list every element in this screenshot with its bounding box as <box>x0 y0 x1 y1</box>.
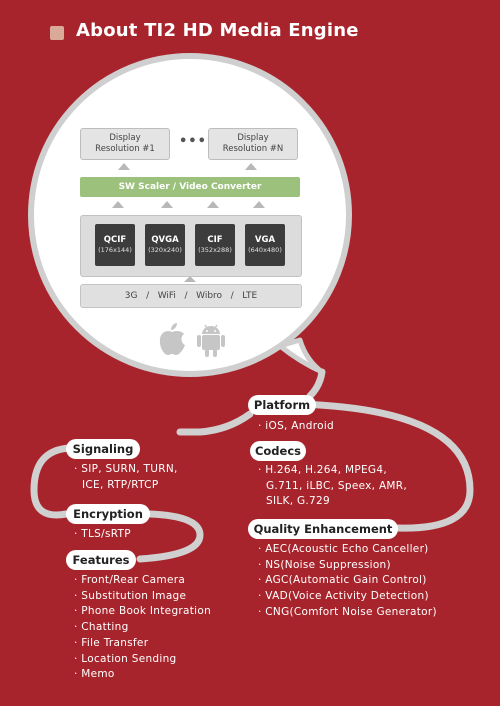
resolution-size: (176x144) <box>98 246 132 254</box>
resolution-vga: VGA (640x480) <box>245 224 285 266</box>
quality-enhancement-label: Quality Enhancement <box>248 519 398 539</box>
list-item: AEC(Acoustic Echo Canceller) <box>258 542 437 558</box>
platform-list: iOS, Android <box>258 419 334 435</box>
android-icon <box>197 324 225 357</box>
list-item: Front/Rear Camera <box>74 573 211 589</box>
list-item: Memo <box>74 667 211 683</box>
resolution-name: CIF <box>207 235 223 245</box>
resolution-name: QCIF <box>103 235 127 245</box>
list-item: VAD(Voice Activity Detection) <box>258 589 437 605</box>
display-n-line-2: Resolution #N <box>222 144 284 154</box>
resolution-size: (640x480) <box>248 246 282 254</box>
display-n-line-1: Display <box>237 133 269 143</box>
resolution-size: (320x240) <box>148 246 182 254</box>
list-item: Chatting <box>74 620 211 636</box>
signaling-text: · SIP, SURN, TURN, ICE, RTP/RTCP <box>74 462 178 493</box>
display-1-line-2: Resolution #1 <box>95 144 155 154</box>
signaling-loop <box>30 444 74 519</box>
display-1-line-1: Display <box>109 133 141 143</box>
resolution-qvga: QVGA (320x240) <box>145 224 185 266</box>
list-item: TLS/sRTP <box>74 527 131 543</box>
platform-label: Platform <box>248 395 316 415</box>
resolution-name: QVGA <box>151 235 179 245</box>
signaling-label: Signaling <box>66 439 140 459</box>
apple-icon <box>159 323 185 355</box>
encryption-label: Encryption <box>66 504 150 524</box>
resolution-size: (352x288) <box>198 246 232 254</box>
quality-list: AEC(Acoustic Echo Canceller) NS(Noise Su… <box>258 542 437 621</box>
features-list: Front/Rear Camera Substitution Image Pho… <box>74 573 211 683</box>
features-label: Features <box>66 550 136 570</box>
list-item: CNG(Comfort Noise Generator) <box>258 605 437 621</box>
codec-line: SILK, G.729 <box>266 495 330 508</box>
resolution-cif: CIF (352x288) <box>195 224 235 266</box>
codecs-text: · H.264, H.264, MPEG4, G.711, iLBC, Spee… <box>258 463 407 510</box>
tail-to-platform <box>306 368 326 400</box>
network-bar: 3G / WiFi / Wibro / LTE <box>80 284 302 308</box>
list-item: NS(Noise Suppression) <box>258 558 437 574</box>
list-item: AGC(Automatic Gain Control) <box>258 573 437 589</box>
list-item: iOS, Android <box>258 419 334 435</box>
codec-line: G.711, iLBC, Speex, AMR, <box>266 479 408 492</box>
signaling-line: ICE, RTP/RTCP <box>82 478 159 491</box>
resolution-name: VGA <box>254 235 276 245</box>
signaling-line: · SIP, SURN, TURN, <box>74 463 178 475</box>
circle-tail <box>277 337 325 375</box>
sw-scaler-bar: SW Scaler / Video Converter <box>80 177 300 197</box>
encryption-list: TLS/sRTP <box>74 527 131 543</box>
title-bullet-icon <box>50 26 64 40</box>
encryption-loop <box>136 510 204 563</box>
codecs-label: Codecs <box>250 441 306 461</box>
list-item: Location Sending <box>74 652 211 668</box>
codec-line: · H.264, H.264, MPEG4, <box>258 464 387 476</box>
resolution-qcif: QCIF (176x144) <box>95 224 135 266</box>
codecs-loop <box>296 400 474 532</box>
list-item: File Transfer <box>74 636 211 652</box>
display-resolution-1: Display Resolution #1 <box>80 128 170 160</box>
list-item: Substitution Image <box>74 589 211 605</box>
ellipsis-dots: ••• <box>179 134 207 149</box>
list-item: Phone Book Integration <box>74 604 211 620</box>
page-title: About TI2 HD Media Engine <box>76 20 359 41</box>
display-resolution-n: Display Resolution #N <box>208 128 298 160</box>
platform-to-signaling <box>176 410 254 436</box>
